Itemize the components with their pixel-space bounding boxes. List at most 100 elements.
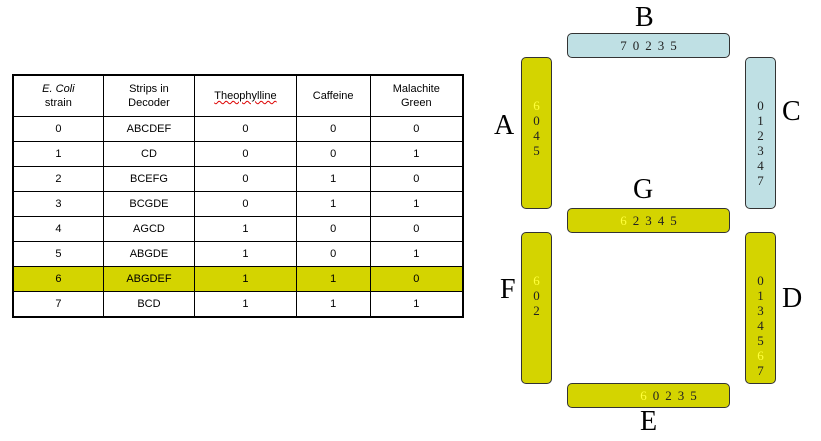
segment-digit: 3 (757, 143, 764, 158)
header-text: Caffeine (312, 90, 354, 102)
column-header: E. Coli strain (12, 74, 104, 117)
segment-digit: 7 (757, 363, 764, 378)
table-cell: 7 (12, 291, 104, 318)
column-header: Caffeine (295, 74, 371, 117)
segment-digit: 4 (757, 318, 764, 333)
table-cell: 1 (295, 191, 371, 217)
segment-digit: 0 (533, 113, 540, 128)
header-text: Theophylline (214, 90, 277, 102)
table-cell: 1 (295, 266, 371, 292)
table-cell: AGCD (102, 216, 196, 242)
segment-label-f: F (500, 274, 516, 305)
table-cell: CD (102, 141, 196, 167)
segment-digit: 5 (533, 143, 540, 158)
table-cell: 6 (12, 266, 104, 292)
column-header: Strips in Decoder (102, 74, 196, 117)
header-text: strain (44, 97, 72, 109)
table-cell: 0 (194, 191, 297, 217)
segment-digit: 2 (632, 213, 640, 228)
segment-digit: 5 (690, 388, 697, 403)
table-cell: 1 (12, 141, 104, 167)
segment-digit: 0 (632, 38, 640, 53)
header-text: Decoder (128, 97, 170, 109)
segment-digit: 7 (757, 173, 764, 188)
segment-label-d: D (782, 283, 803, 314)
table-cell: 0 (295, 216, 371, 242)
segment-label-g: G (633, 174, 654, 205)
segment-digit: 4 (657, 213, 665, 228)
table-cell: 0 (194, 116, 297, 142)
table-cell: 5 (12, 241, 104, 267)
segment-digit: 2 (533, 303, 540, 318)
table-cell: 0 (295, 241, 371, 267)
segment-digit: 6 (757, 348, 764, 363)
segment-digit: 4 (757, 158, 764, 173)
segment-digit: 1 (757, 288, 764, 303)
table-cell: ABCDEF (102, 116, 196, 142)
segment-label-c: C (782, 96, 801, 127)
table-cell: 1 (369, 291, 464, 318)
segment-digit: 0 (757, 273, 764, 288)
table-cell: ABGDEF (102, 266, 196, 292)
segment-digit: 3 (657, 38, 665, 53)
segment-digit: 6 (533, 98, 540, 113)
table-cell: 1 (194, 241, 297, 267)
segment-digit: 2 (665, 388, 672, 403)
table-cell: 0 (295, 141, 371, 167)
segment-digit: 2 (757, 128, 764, 143)
segment-digit: 3 (645, 213, 652, 228)
table-cell: 0 (369, 166, 464, 192)
segment-digit: 4 (533, 128, 540, 143)
segment-digit: 7 (620, 38, 627, 53)
table-cell: 0 (369, 116, 464, 142)
segment-digit: 5 (757, 333, 764, 348)
segment-label-e: E (640, 406, 658, 437)
header-text: Green (400, 97, 432, 109)
header-text: Strips in (129, 83, 169, 95)
table-cell: BCEFG (102, 166, 196, 192)
table-cell: BCGDE (102, 191, 196, 217)
table-cell: BCD (102, 291, 196, 318)
table-cell: 1 (194, 291, 297, 318)
segment-label-a: A (494, 110, 515, 141)
table-cell: 1 (369, 241, 464, 267)
segment-digit: 3 (757, 303, 764, 318)
segment-digit: 0 (533, 288, 540, 303)
table-cell: 1 (295, 291, 371, 318)
table-cell: 3 (12, 191, 104, 217)
header-text: Malachite (392, 83, 440, 95)
table-cell: 0 (12, 116, 104, 142)
segment-label-b: B (635, 2, 654, 33)
segment-digit: 6 (620, 213, 627, 228)
segment-digit: 6 (640, 388, 647, 403)
segment-digit: 2 (645, 38, 652, 53)
column-header: Theophylline (194, 74, 297, 117)
table-cell: 2 (12, 166, 104, 192)
table-cell: 4 (12, 216, 104, 242)
table-cell: 1 (194, 266, 297, 292)
table-cell: 0 (295, 116, 371, 142)
table-cell: 1 (295, 166, 371, 192)
segment-digit: 6 (533, 273, 540, 288)
segment-digit: 0 (757, 98, 764, 113)
header-text: E. Coli (42, 83, 75, 95)
segment-digit: 5 (670, 38, 677, 53)
segment-digit: 1 (757, 113, 764, 128)
segment-digit: 5 (670, 213, 677, 228)
table-cell: 0 (194, 166, 297, 192)
